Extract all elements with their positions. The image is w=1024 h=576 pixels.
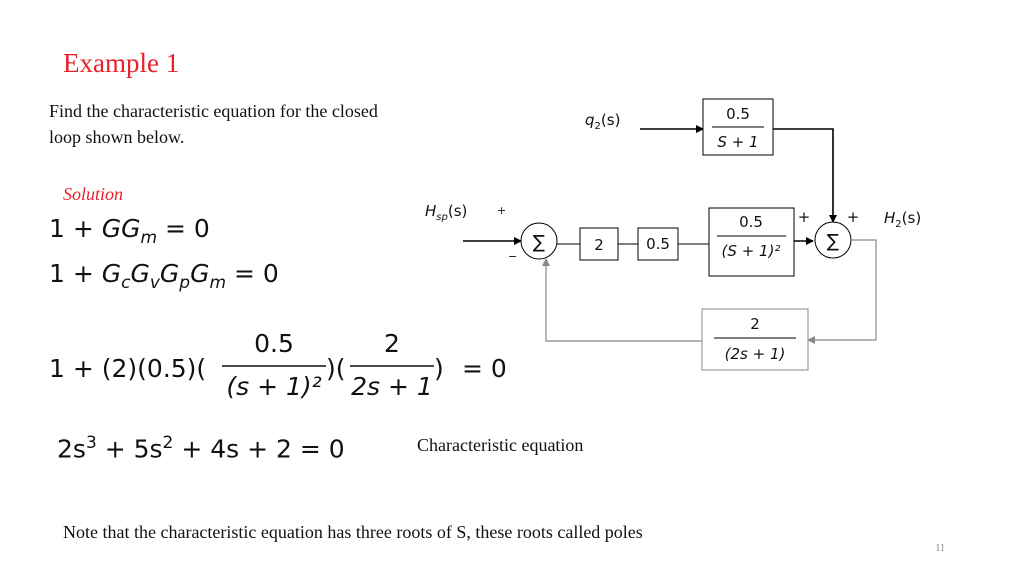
eq3-mid: )( — [326, 354, 346, 383]
eq4-t2-exp: 2 — [162, 433, 174, 453]
plant-den: (S + 1)² — [722, 242, 781, 260]
sum2-plus-right: + — [847, 208, 860, 226]
equation-4: 2s3 + 5s2 + 4s + 2 = 0 — [57, 433, 345, 463]
h2-label: H2(s) — [884, 209, 921, 230]
eq2-s3: p — [179, 273, 191, 293]
sum2-plus-left: + — [798, 208, 811, 226]
sum1-plus-sign: + — [497, 204, 506, 217]
plant-num: 0.5 — [739, 213, 763, 231]
svg-text:q2(s): q2(s) — [585, 111, 620, 132]
eq2-g4: G — [190, 259, 210, 288]
eq1-lead: 1 + — [49, 214, 102, 243]
eq2-s1: c — [121, 273, 131, 293]
eq1-gm: G — [121, 214, 141, 243]
eq2-s2: v — [149, 273, 160, 293]
problem-statement: Find the characteristic equation for the… — [49, 101, 378, 147]
q2-label: q2(s) — [585, 111, 620, 132]
plant-block — [708, 207, 795, 277]
measurement-block — [701, 308, 809, 371]
gain-05-block — [637, 227, 679, 261]
gain-2-value: 2 — [594, 236, 604, 254]
eq2-g3: G — [159, 259, 180, 288]
eq3-lead: 1 + (2)(0.5)( — [49, 354, 206, 383]
eq1-g: G — [101, 214, 122, 243]
eq4-t1-exp: 3 — [85, 433, 97, 453]
eq3-close: ) — [434, 354, 444, 383]
characteristic-label: Characteristic equation — [417, 435, 584, 455]
eq2-lead: 1 + — [49, 259, 102, 288]
eq2-s4: m — [209, 273, 227, 293]
eq4-t1: 2s — [57, 434, 86, 464]
eq3-frac1-den: (s + 1)² — [226, 372, 321, 401]
svg-text:H2(s): H2(s) — [884, 209, 921, 230]
slide-title: Example 1 — [63, 48, 180, 78]
eq1-gm-sub: m — [140, 228, 158, 248]
solution-label: Solution — [63, 184, 124, 204]
disturbance-num: 0.5 — [726, 105, 750, 123]
feedback-to-measurement-line — [807, 239, 877, 344]
gain-2-block — [579, 227, 619, 261]
eq3-frac2-den: 2s + 1 — [351, 372, 433, 401]
disturbance-to-sum-line — [773, 128, 837, 223]
svg-text:Hsp(s): Hsp(s) — [425, 202, 467, 223]
feedback-to-sum1-line — [542, 258, 702, 342]
equation-3: 1 + (2)(0.5)( 0.5 (s + 1)² )( 2 2s + 1 )… — [49, 329, 507, 401]
eq4-t2: + 5s — [96, 434, 163, 464]
sum2-symbol: ∑ — [827, 231, 839, 252]
block-diagram: q2(s) 0.5 S + 1 Hsp(s) + − ∑ 2 0.5 0.5 (… — [425, 98, 921, 371]
hsp-label: Hsp(s) — [425, 202, 467, 223]
summing-junction-1 — [520, 222, 558, 260]
sum1-minus-sign: − — [508, 250, 517, 263]
eq3-frac2-num: 2 — [384, 329, 400, 358]
equation-1: 1 + GGm = 0 — [49, 214, 210, 248]
gain-05-value: 0.5 — [646, 235, 670, 253]
eq3-frac1-num: 0.5 — [254, 329, 294, 358]
note-text: Note that the characteristic equation ha… — [63, 522, 643, 542]
eq4-t3: + 4s + 2 = 0 — [173, 434, 345, 464]
page-number: 11 — [935, 543, 945, 554]
eq3-rhs: = 0 — [462, 354, 507, 383]
measurement-num: 2 — [750, 315, 760, 333]
disturbance-den: S + 1 — [717, 133, 758, 151]
sum1-symbol: ∑ — [533, 232, 545, 253]
eq2-g1: G — [101, 259, 122, 288]
eq1-rhs: = 0 — [157, 214, 210, 243]
equation-2: 1 + GcGvGpGm = 0 — [49, 259, 279, 293]
measurement-den: (2s + 1) — [725, 345, 786, 363]
eq2-rhs: = 0 — [226, 259, 279, 288]
eq2-g2: G — [130, 259, 150, 288]
